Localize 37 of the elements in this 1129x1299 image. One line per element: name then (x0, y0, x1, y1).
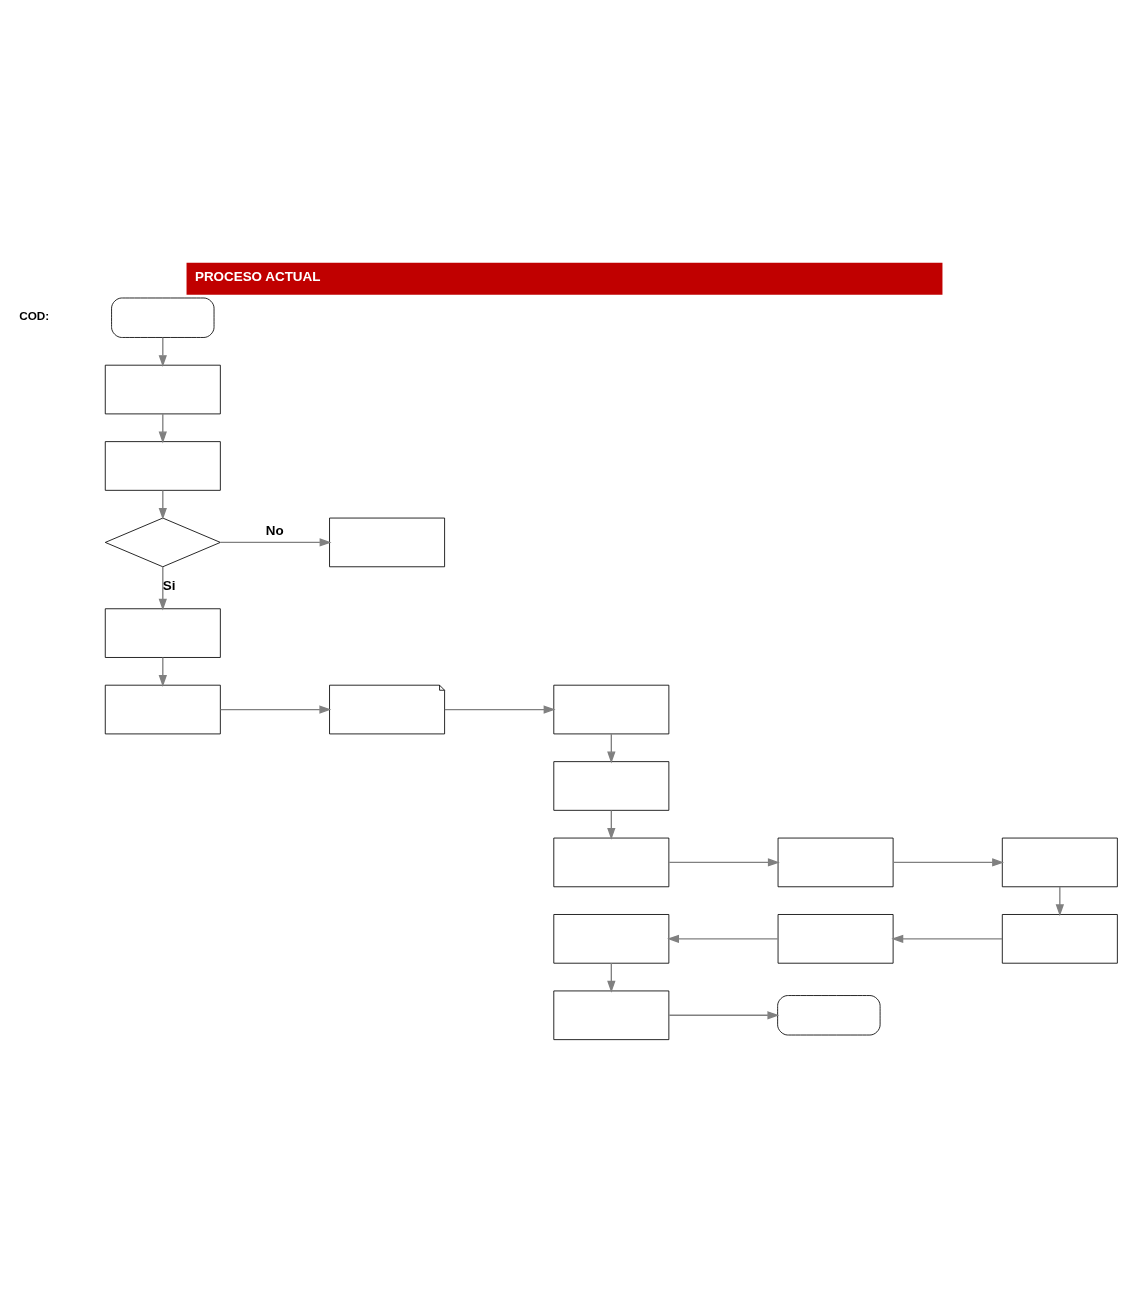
node-box (777, 837, 894, 888)
arrow (607, 809, 616, 840)
node-box (1001, 914, 1118, 964)
diagram-title: PROCESO ACTUAL (194, 269, 321, 285)
node-diamond (104, 517, 221, 568)
arrow (1055, 886, 1064, 917)
arrow (158, 413, 167, 444)
node-box (553, 837, 670, 888)
node-box (553, 914, 670, 964)
arrow (668, 1011, 780, 1020)
arrow (444, 705, 556, 714)
arrow (158, 489, 167, 520)
label: COD: (19, 309, 50, 322)
arrow (891, 934, 1003, 944)
node-box (104, 608, 221, 658)
node-box (777, 914, 894, 964)
arrow (668, 858, 780, 867)
node-box (104, 684, 221, 735)
arrow (667, 934, 779, 944)
arrow (607, 962, 616, 993)
node-oval (111, 297, 215, 338)
node-box (553, 990, 670, 1041)
node-box (104, 364, 221, 415)
node-box (329, 517, 446, 568)
edge-label: No (265, 522, 284, 538)
arrow (158, 566, 167, 611)
node-box (553, 761, 670, 811)
edge-label: Si (162, 578, 176, 594)
node-box (553, 684, 670, 735)
arrow (219, 538, 332, 547)
node-oval (777, 995, 881, 1036)
node-box (1001, 837, 1118, 888)
arrow (158, 656, 167, 687)
arrow (607, 733, 616, 764)
arrow (892, 858, 1005, 867)
node-box (104, 441, 221, 491)
arrow (219, 705, 332, 714)
